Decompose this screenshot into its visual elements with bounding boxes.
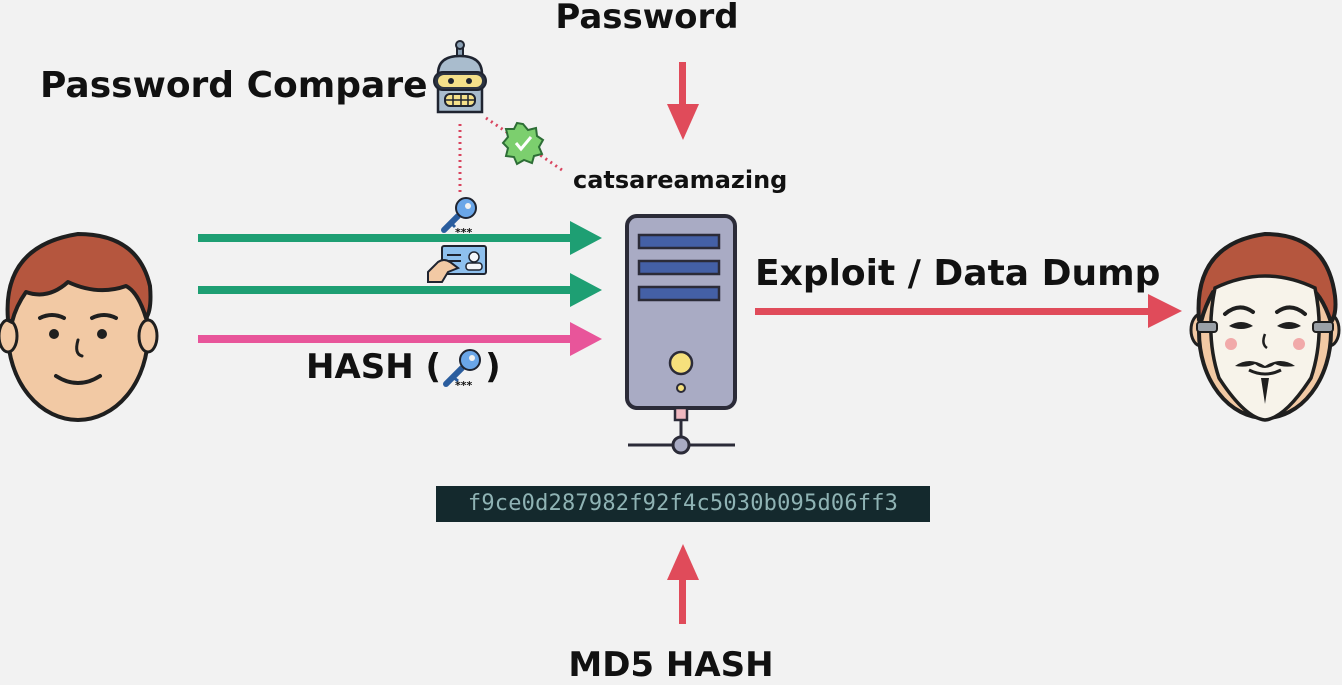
hacker-mask-icon — [1189, 232, 1341, 422]
exploit-label: Exploit / Data Dump — [755, 253, 1161, 294]
arrow-exploit — [755, 294, 1182, 328]
key-icon — [441, 197, 477, 233]
robot-icon — [433, 40, 487, 114]
server-icon — [625, 214, 737, 455]
hash-label: HASH () — [306, 350, 501, 384]
arrow-green-1 — [198, 221, 602, 255]
arrow-md5-up — [667, 544, 699, 624]
user-avatar-icon — [0, 232, 159, 422]
password-label: Password — [555, 0, 739, 37]
md5-hash-label: MD5 HASH — [568, 645, 774, 685]
md5-hash-value: f9ce0d287982f92f4c5030b095d06ff3 — [436, 486, 930, 522]
key-mask-2: *** — [455, 379, 473, 392]
plaintext-password-label: catsareamazing — [573, 166, 788, 194]
password-compare-label: Password Compare — [40, 65, 428, 106]
arrow-pink-hash — [198, 322, 602, 356]
hash-label-prefix: HASH ( — [306, 347, 442, 387]
hash-label-suffix: ) — [485, 347, 501, 387]
key-mask-1: *** — [455, 226, 473, 239]
id-card-icon — [427, 245, 487, 283]
verified-badge-icon — [501, 121, 545, 166]
arrow-green-2 — [198, 273, 602, 307]
hash-key-icon — [443, 349, 481, 387]
arrow-password-down — [667, 62, 699, 140]
